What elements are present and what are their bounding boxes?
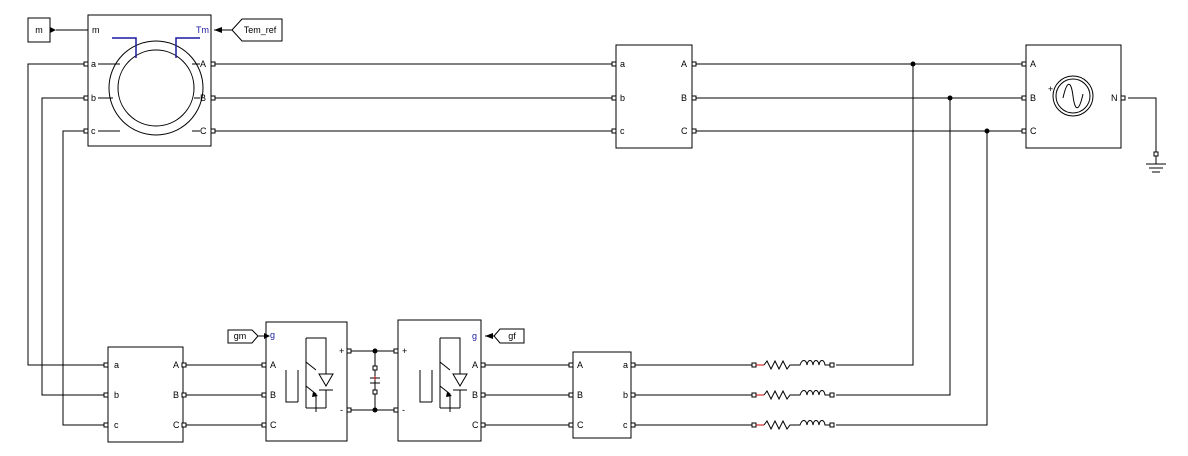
rotor-breaker-port-c: c bbox=[114, 420, 119, 430]
grid-side-breaker-port-C: C bbox=[577, 420, 584, 430]
tag-gf[interactable]: gf bbox=[485, 328, 525, 344]
rotor-breaker-port-C: C bbox=[173, 420, 180, 430]
rotor-breaker-port-B: B bbox=[173, 390, 179, 400]
igbt-diode-icon bbox=[285, 337, 334, 412]
rl-branch-c[interactable] bbox=[751, 419, 836, 431]
grid-breaker-port-a: a bbox=[620, 59, 625, 69]
wires bbox=[27, 29, 1157, 426]
machine-port-B: B bbox=[200, 93, 206, 103]
converter-f-block[interactable]: g A B C + - bbox=[393, 319, 486, 442]
grid-breaker-port-b: b bbox=[620, 93, 625, 103]
converter-m-port-C: C bbox=[270, 420, 277, 430]
tag-tem-ref[interactable]: Tem_ref bbox=[214, 18, 283, 42]
grid-side-breaker-port-B: B bbox=[577, 390, 583, 400]
machine-port-C: C bbox=[200, 126, 207, 136]
ac-source-port-C: C bbox=[1030, 126, 1037, 136]
ac-source-port-A: A bbox=[1030, 59, 1036, 69]
grid-side-breaker-port-b: b bbox=[623, 390, 628, 400]
machine-port-A: A bbox=[200, 59, 206, 69]
induction-machine-block[interactable]: m Tm a b c A B C bbox=[83, 14, 216, 147]
grid-side-breaker-port-a: a bbox=[623, 360, 628, 370]
ground-icon bbox=[1146, 151, 1166, 173]
grid-breaker-port-C: C bbox=[681, 126, 688, 136]
grid-side-breaker-port-A: A bbox=[577, 360, 583, 370]
tag-m-out[interactable]: m bbox=[27, 17, 56, 43]
converter-f-gate: g bbox=[472, 331, 477, 341]
tag-gm[interactable]: gm bbox=[227, 329, 259, 344]
rotor-breaker-port-a: a bbox=[114, 360, 119, 370]
converter-m-dc-plus: + bbox=[339, 346, 344, 356]
converter-m-dc-minus: - bbox=[340, 405, 343, 415]
ac-source-icon bbox=[1052, 75, 1094, 117]
tag-gm-label: gm bbox=[234, 331, 247, 341]
dc-capacitor-icon bbox=[370, 365, 380, 395]
induction-machine-icon bbox=[98, 37, 204, 136]
machine-port-a: a bbox=[91, 59, 96, 69]
rl-branch-a[interactable] bbox=[751, 359, 836, 371]
ac-source-port-B: B bbox=[1030, 93, 1036, 103]
converter-f-port-C: C bbox=[472, 420, 479, 430]
machine-port-c: c bbox=[91, 126, 96, 136]
machine-m-port: m bbox=[92, 25, 100, 35]
tag-gf-label: gf bbox=[508, 331, 516, 341]
converter-m-block[interactable]: g A B C + - bbox=[261, 321, 352, 442]
converter-f-port-B: B bbox=[472, 390, 478, 400]
ac-source-port-N: N bbox=[1111, 93, 1118, 103]
converter-m-port-B: B bbox=[270, 390, 276, 400]
igbt-diode-icon bbox=[419, 337, 468, 412]
grid-breaker-port-c: c bbox=[620, 126, 625, 136]
machine-port-b: b bbox=[91, 93, 96, 103]
rotor-breaker-block[interactable]: a b c A B C bbox=[103, 346, 187, 443]
machine-tm-port: Tm bbox=[196, 25, 209, 35]
rotor-breaker-port-b: b bbox=[114, 390, 119, 400]
grid-breaker-block[interactable]: a b c A B C bbox=[611, 44, 697, 149]
converter-m-port-A: A bbox=[270, 360, 276, 370]
grid-breaker-port-B: B bbox=[681, 93, 687, 103]
converter-f-dc-minus: - bbox=[402, 405, 405, 415]
ac-source-plus: + bbox=[1048, 84, 1053, 94]
grid-side-breaker-block[interactable]: A B C a b c bbox=[568, 351, 636, 439]
rotor-breaker-port-A: A bbox=[173, 360, 179, 370]
converter-m-gate: g bbox=[270, 330, 275, 340]
tag-m-out-label: m bbox=[35, 25, 43, 35]
converter-f-port-A: A bbox=[472, 360, 478, 370]
rl-branch-b[interactable] bbox=[751, 389, 836, 401]
converter-f-dc-plus: + bbox=[402, 346, 407, 356]
grid-side-breaker-port-c: c bbox=[623, 420, 628, 430]
junction-dots bbox=[372, 61, 990, 413]
grid-breaker-port-A: A bbox=[681, 59, 687, 69]
tag-tem-ref-label: Tem_ref bbox=[244, 25, 277, 35]
ac-source-block[interactable]: + A B C N bbox=[1021, 44, 1126, 149]
